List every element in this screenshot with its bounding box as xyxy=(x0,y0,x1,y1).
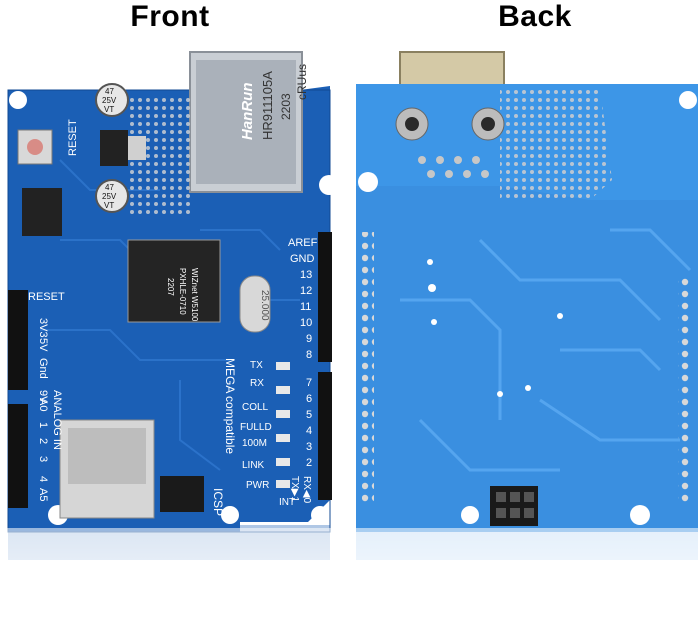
mount-hole xyxy=(630,505,650,525)
left-header-analog xyxy=(8,404,28,508)
analog-pin-a0: A0 xyxy=(37,398,49,411)
icsp-header xyxy=(160,476,204,512)
cap1-line3: VT xyxy=(104,105,114,114)
left-pin-9v: 9V xyxy=(37,390,49,404)
jack-date: 2203 xyxy=(279,93,293,120)
left-pin-reset: RESET xyxy=(28,291,65,303)
led-pwr: PWR xyxy=(246,480,269,491)
led-coll: COLL xyxy=(242,402,269,413)
right-pin-10: 10 xyxy=(300,317,312,329)
right-pin-12: 12 xyxy=(300,285,312,297)
chip-line2: PXHLE-0710 xyxy=(178,268,187,315)
jack-part: HR911105A xyxy=(260,71,275,140)
cap2-line1: 47 xyxy=(105,183,114,192)
right-header-bottom xyxy=(318,372,332,500)
right-header-top xyxy=(318,232,332,362)
led-fulld: FULLD xyxy=(240,422,272,433)
led-link: LINK xyxy=(242,460,265,471)
back-board xyxy=(356,51,698,560)
analog-pin-a5: A5 xyxy=(37,488,49,501)
cap1-line2: 25V xyxy=(102,96,117,105)
mount-hole xyxy=(9,91,27,109)
cap2-line3: VT xyxy=(104,201,114,210)
reset-label: RESET xyxy=(67,119,79,156)
jack-mark: cRUus xyxy=(295,64,309,100)
small-ic xyxy=(22,188,62,236)
right-pin-2: 2 xyxy=(306,457,312,469)
led-100m: 100M xyxy=(242,438,267,449)
chip-line3: 2207 xyxy=(166,278,175,296)
back-pin-row-left xyxy=(362,232,374,502)
analog-pin-4: 4 xyxy=(37,476,49,482)
capacitor-2 xyxy=(95,179,129,213)
right-pin-aref: AREF xyxy=(288,237,318,249)
int-label: INT xyxy=(279,497,295,508)
left-pin-3v3: 3V3 xyxy=(37,318,49,338)
icsp-label: ICSP xyxy=(211,488,225,516)
status-leds xyxy=(276,362,290,488)
mount-hole xyxy=(319,175,339,195)
front-board: HanRun HR911105A 2203 cRUus 47 25V VT 47… xyxy=(7,51,339,560)
back-pin-row-right xyxy=(678,278,690,502)
right-pin-gnd: GND xyxy=(290,253,315,265)
mega-compatible-label: MEGA compatible xyxy=(223,358,237,454)
crystal-label: 25.000 xyxy=(259,290,270,321)
left-header-power xyxy=(8,290,28,390)
led-rx: RX xyxy=(250,378,264,389)
jack-brand: HanRun xyxy=(239,83,256,141)
cap1-line1: 47 xyxy=(105,87,114,96)
right-pin-3: 3 xyxy=(306,441,312,453)
crystal xyxy=(239,275,271,333)
mount-hole xyxy=(221,506,239,524)
mount-hole xyxy=(461,506,479,524)
right-pin-9: 9 xyxy=(306,333,312,345)
right-pin-5: 5 xyxy=(306,409,312,421)
front-heading: Front xyxy=(130,0,210,33)
analog-pin-1: 1 xyxy=(37,422,49,428)
analog-label: ANALOG IN xyxy=(51,390,63,450)
w5100-chip xyxy=(127,239,221,323)
left-pin-gnd: Gnd xyxy=(37,358,49,379)
led-tx: TX xyxy=(250,360,263,371)
back-heading: Back xyxy=(498,0,572,33)
mount-hole xyxy=(679,91,697,109)
mount-hole xyxy=(311,506,329,524)
regulator xyxy=(100,130,128,166)
chip-line1: WIZnet W5100 xyxy=(190,268,199,322)
right-pin-6: 6 xyxy=(306,393,312,405)
capacitor-1 xyxy=(95,83,129,117)
right-pin-13: 13 xyxy=(300,269,312,281)
cap2-line2: 25V xyxy=(102,192,117,201)
right-pin-4: 4 xyxy=(306,425,312,437)
right-pin-tx1: TX▶1 xyxy=(289,476,300,502)
right-pin-8: 8 xyxy=(306,349,312,361)
right-pin-7: 7 xyxy=(306,377,312,389)
right-pin-rx0: RX◀0 xyxy=(301,476,312,504)
left-pin-5v: 5V xyxy=(37,338,49,352)
mount-hole xyxy=(358,172,378,192)
right-pin-11: 11 xyxy=(300,301,311,313)
analog-pin-2: 2 xyxy=(37,438,49,444)
analog-pin-3: 3 xyxy=(37,456,49,462)
